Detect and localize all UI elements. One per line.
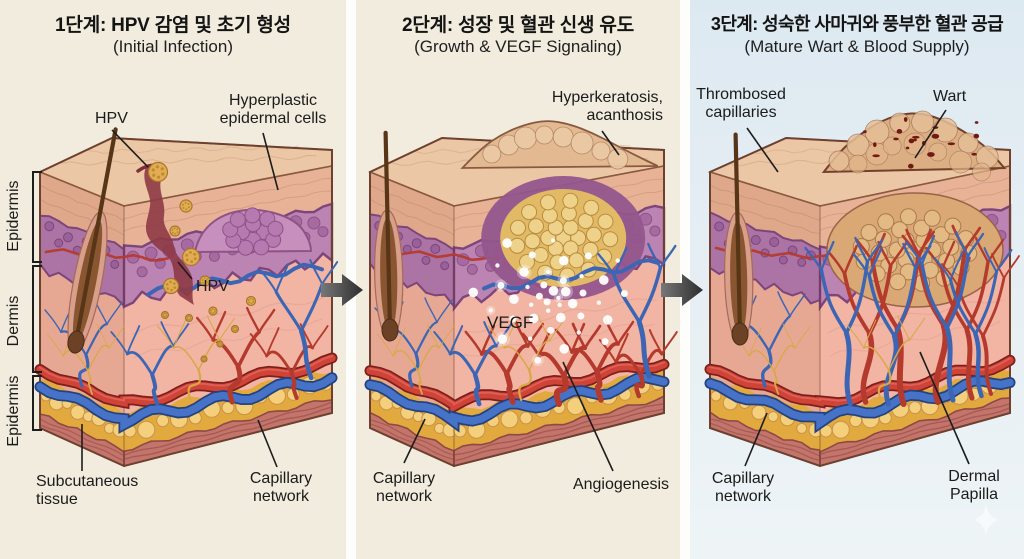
label-epidermis-top: Epidermis — [5, 180, 23, 252]
stage1-title-en: (Initial Infection) — [113, 37, 233, 56]
label-capillary-network: Capillary network — [711, 470, 775, 505]
label-hpv-virions: HPV — [196, 278, 229, 295]
arrow-right-icon — [661, 274, 703, 306]
panel-stage3: 3단계: 성숙한 사마귀와 풍부한 혈관 공급 (Mature Wart & B… — [690, 0, 1024, 559]
panel-divider — [346, 0, 356, 559]
label-epidermis-bottom: Epidermis — [5, 375, 23, 447]
label-wart: Wart — [933, 88, 967, 105]
stage3-title-en: (Mature Wart & Blood Supply) — [744, 37, 970, 56]
label-thrombosed-capillaries: Thrombosed capillaries — [696, 86, 786, 121]
label-hyperplastic-cells: Hyperplastic epidermal cells — [219, 92, 327, 127]
stage1-title-ko: 1단계: HPV 감염 및 초기 형성 — [55, 15, 291, 36]
stage2-title-en: (Growth & VEGF Signaling) — [414, 37, 622, 56]
label-angiogenesis: Angiogenesis — [572, 476, 670, 493]
label-vegf: VEGF — [487, 313, 534, 332]
label-hpv-entry: HPV — [95, 110, 128, 127]
label-subcutaneous-tissue: Subcutaneous tissue — [36, 473, 139, 508]
stage2-title-ko: 2단계: 성장 및 혈관 신생 유도 — [402, 15, 634, 36]
stage3-title-ko: 3단계: 성숙한 사마귀와 풍부한 혈관 공급 — [710, 14, 1004, 34]
label-dermal-papilla: Dermal Papilla — [948, 468, 1000, 503]
panel-stage2: 2단계: 성장 및 혈관 신생 유도 (Growth & VEGF Signal… — [356, 0, 680, 559]
label-capillary-network: Capillary network — [249, 470, 313, 505]
skin-illustration-stage2 — [364, 120, 678, 472]
label-dermis: Dermis — [5, 295, 23, 347]
label-hyperkeratosis-acanthosis: Hyperkeratosis, acanthosis — [551, 89, 663, 124]
label-capillary-network: Capillary network — [372, 470, 436, 505]
skin-illustration-stage3 — [704, 109, 1020, 536]
skin-illustration-stage1 — [32, 127, 339, 471]
panel-stage1: 1단계: HPV 감염 및 초기 형성 (Initial Infection) … — [0, 0, 346, 559]
arrow-right-icon — [321, 274, 363, 306]
